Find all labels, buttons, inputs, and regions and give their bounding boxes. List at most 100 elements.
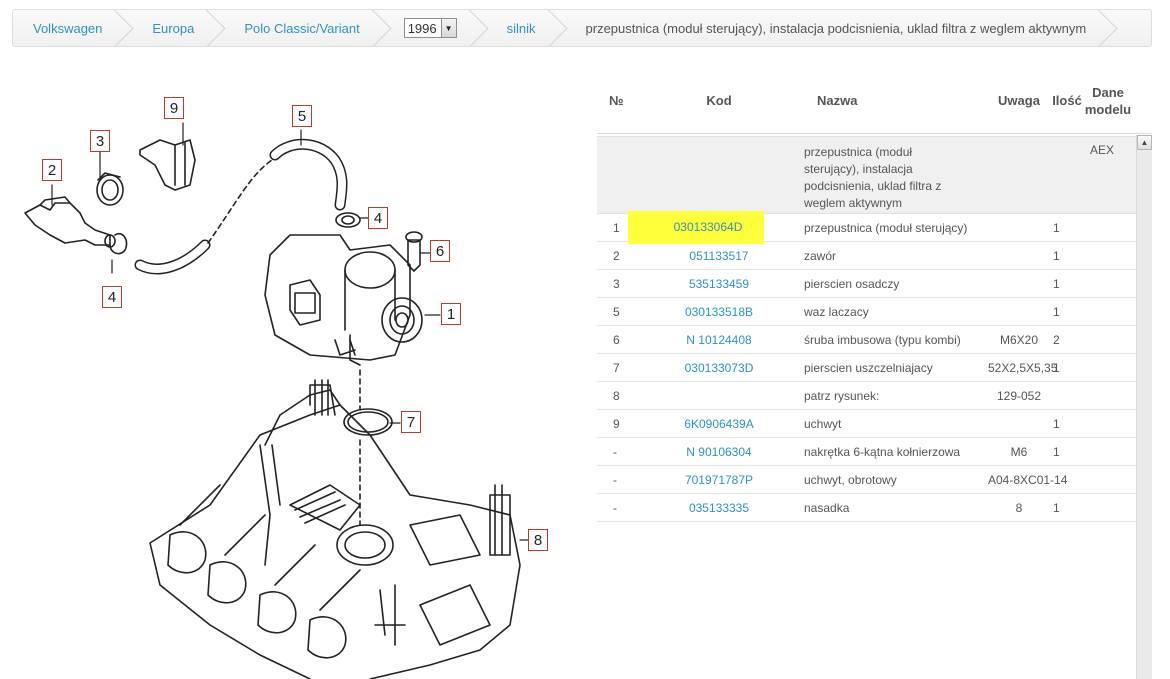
- breadcrumb-brand[interactable]: Volkswagen: [13, 10, 132, 46]
- callout-3[interactable]: 3: [90, 130, 110, 152]
- table-row[interactable]: 3 535133459 pierscien osadczy 1: [597, 270, 1152, 298]
- cell-nr: 7: [613, 360, 620, 375]
- table-row[interactable]: 7 030133073D pierscien uszczelniajacy 52…: [597, 354, 1152, 382]
- cell-uwaga: 8: [1015, 500, 1023, 515]
- cell-nazwa: nasadka: [804, 500, 850, 515]
- parts-diagram-drawing: [24, 122, 529, 679]
- callout-2[interactable]: 2: [42, 159, 62, 181]
- header-dane-line2: modelu: [1084, 101, 1132, 117]
- parts-table: № Kod Nazwa Uwaga Ilość Dane modelu prze…: [597, 68, 1152, 522]
- cell-nr: 6: [613, 332, 620, 347]
- table-row[interactable]: - 035133335 nasadka 8 1: [597, 494, 1152, 522]
- table-row[interactable]: 9 6K0906439A uchwyt 1: [597, 410, 1152, 438]
- breadcrumb-current: przepustnica (moduł sterujący), instalac…: [566, 10, 1117, 46]
- breadcrumb: Volkswagen Europa Polo Classic/Variant 1…: [12, 9, 1152, 47]
- cell-uwaga: M6X20: [999, 332, 1039, 347]
- part-code-link[interactable]: 051133517: [689, 248, 749, 263]
- valve-drawing: [24, 196, 128, 255]
- header-dane-line1: Dane: [1092, 84, 1124, 100]
- part-code-link[interactable]: 035133335: [688, 500, 750, 515]
- cell-uwaga: M6: [1010, 444, 1028, 459]
- group-row-name-line: sterujący), instalacja: [804, 162, 913, 176]
- year-select[interactable]: 1996 ▼: [403, 18, 457, 38]
- breadcrumb-model[interactable]: Polo Classic/Variant: [224, 10, 389, 46]
- header-ilosc[interactable]: Ilość: [1052, 93, 1082, 108]
- cell-ilosc: 1: [1053, 444, 1060, 459]
- table-row[interactable]: 5 030133518B waz laczacy 1: [597, 298, 1152, 326]
- callout-8[interactable]: 8: [528, 529, 548, 551]
- table-row[interactable]: 8 patrz rysunek: 129-052: [597, 382, 1152, 410]
- table-row[interactable]: - N 90106304 nakrętka 6-kątna kołnierzow…: [597, 438, 1152, 466]
- callout-5[interactable]: 5: [292, 105, 312, 127]
- part-code-link[interactable]: 535133459: [688, 276, 750, 291]
- manifold-drawing: [149, 379, 521, 679]
- cell-nazwa: pierscien uszczelniajacy: [804, 360, 933, 375]
- callout-4b[interactable]: 4: [368, 207, 388, 229]
- cell-nazwa: śruba imbusowa (typu kombi): [804, 332, 961, 347]
- cell-nazwa: zawór: [804, 248, 837, 263]
- cell-uwaga: A04-8XC01-14: [988, 472, 1068, 487]
- callout-6[interactable]: 6: [430, 240, 450, 262]
- table-scrollbar[interactable]: ▲: [1136, 135, 1152, 679]
- header-dane-modelu[interactable]: Dane modelu: [1084, 68, 1132, 133]
- cell-nr: 5: [613, 304, 620, 319]
- part-code-link[interactable]: 6K0906439A: [684, 416, 754, 431]
- cell-nr: -: [613, 444, 617, 459]
- cell-nr: 2: [613, 248, 620, 263]
- table-header: № Kod Nazwa Uwaga Ilość Dane modelu: [597, 68, 1152, 134]
- scroll-up-icon[interactable]: ▲: [1137, 135, 1152, 150]
- header-kod[interactable]: Kod: [706, 93, 732, 108]
- cell-ilosc: 1: [1053, 248, 1060, 263]
- cell-ilosc: 1: [1053, 220, 1060, 235]
- cell-uwaga: 52X2,5X5,35: [988, 360, 1058, 375]
- group-row-name-line: podcisnienia, uklad filtra z: [804, 179, 942, 193]
- cell-nazwa: nakrętka 6-kątna kołnierzowa: [804, 444, 961, 459]
- cell-nazwa: waz laczacy: [804, 304, 869, 319]
- header-uwaga[interactable]: Uwaga: [998, 93, 1040, 108]
- cell-ilosc: 1: [1053, 360, 1060, 375]
- group-row: przepustnica (moduł sterujący), instalac…: [597, 136, 1152, 214]
- parts-diagram: 9 3 5 2 4 4 6 1 7 8: [10, 85, 570, 679]
- part-code-link[interactable]: 030133518B: [684, 304, 754, 319]
- cell-nr: -: [613, 472, 617, 487]
- cell-ilosc: 1: [1053, 500, 1060, 515]
- breadcrumb-group[interactable]: silnik: [487, 10, 566, 46]
- part-code-link[interactable]: N 90106304: [686, 444, 752, 459]
- callout-1[interactable]: 1: [441, 303, 461, 325]
- cell-nazwa: uchwyt: [804, 416, 842, 431]
- part-code-link[interactable]: 701971787P: [684, 472, 754, 487]
- cell-nr: -: [613, 500, 617, 515]
- table-body: przepustnica (moduł sterujący), instalac…: [597, 136, 1152, 522]
- cell-kod-wrap: 030133064D: [627, 211, 803, 244]
- part-code-link[interactable]: 030133073D: [684, 360, 754, 375]
- callout-9[interactable]: 9: [164, 97, 184, 119]
- cell-ilosc: 1: [1053, 276, 1060, 291]
- breadcrumb-year: 1996 ▼: [390, 10, 487, 46]
- hose-drawing: [134, 138, 361, 526]
- group-row-dane: AEX: [1090, 143, 1115, 157]
- part-code-link[interactable]: N 10124408: [686, 332, 752, 347]
- callout-7[interactable]: 7: [401, 411, 421, 433]
- breadcrumb-region[interactable]: Europa: [132, 10, 224, 46]
- chevron-down-icon[interactable]: ▼: [440, 19, 456, 37]
- table-row[interactable]: - 701971787P uchwyt, obrotowy A04-8XC01-…: [597, 466, 1152, 494]
- table-row[interactable]: 2 051133517 zawór 1: [597, 242, 1152, 270]
- header-nr[interactable]: №: [609, 93, 624, 108]
- clamps-drawing: [96, 139, 423, 436]
- callout-leaders: [51, 122, 529, 541]
- table-row[interactable]: 1 030133064D przepustnica (moduł sterują…: [597, 211, 1152, 244]
- cell-nazwa: uchwyt, obrotowy: [804, 472, 897, 487]
- header-nazwa[interactable]: Nazwa: [817, 93, 858, 108]
- callout-4a[interactable]: 4: [102, 286, 122, 308]
- cell-nazwa: przepustnica (moduł sterujący): [804, 220, 968, 235]
- cell-ilosc: 2: [1053, 332, 1060, 347]
- group-row-name: przepustnica (moduł sterujący), instalac…: [803, 143, 988, 212]
- cell-ilosc: 1: [1053, 304, 1060, 319]
- cell-nr: 9: [613, 416, 620, 431]
- cell-nazwa: patrz rysunek:: [804, 388, 880, 403]
- table-row[interactable]: 6 N 10124408 śruba imbusowa (typu kombi)…: [597, 326, 1152, 354]
- cell-nazwa: pierscien osadczy: [804, 276, 900, 291]
- group-row-name-line: przepustnica (moduł: [804, 145, 913, 159]
- year-select-value: 1996: [407, 20, 437, 36]
- part-code-link[interactable]: 030133064D: [627, 211, 765, 244]
